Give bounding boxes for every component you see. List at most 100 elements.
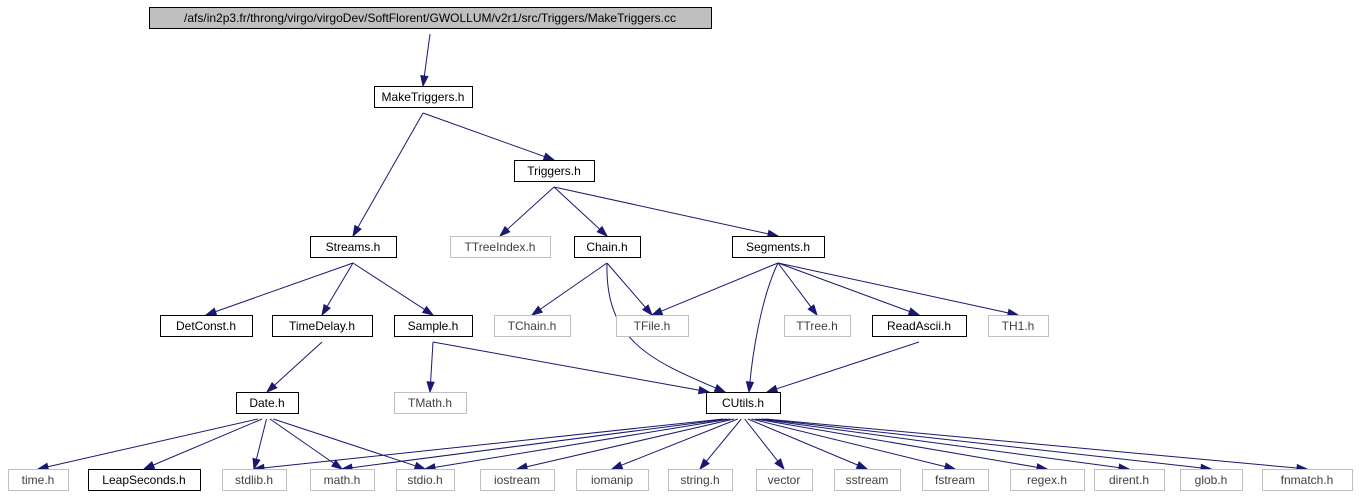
edge-line bbox=[422, 112, 546, 158]
node-regex-h: regex.h bbox=[1010, 469, 1085, 491]
node-sample-h[interactable]: Sample.h bbox=[394, 315, 473, 337]
arrowhead-icon bbox=[421, 305, 435, 316]
edge-line bbox=[269, 418, 335, 465]
edge-line bbox=[214, 262, 354, 313]
edge-line bbox=[152, 418, 263, 466]
node-fnmatch-h: fnmatch.h bbox=[1262, 469, 1353, 491]
node-streams-h[interactable]: Streams.h bbox=[310, 236, 397, 258]
node-tchain-h: TChain.h bbox=[494, 315, 571, 337]
node-label: TTreeIndex.h bbox=[465, 240, 536, 254]
edge-cutils_h-to-vector bbox=[744, 418, 785, 471]
node-time-h: time.h bbox=[8, 469, 69, 491]
node-timedelay-h[interactable]: TimeDelay.h bbox=[272, 315, 373, 337]
edge-line bbox=[755, 418, 1039, 468]
edge-chain_h-to-tchain_h bbox=[530, 262, 608, 316]
node-leapseconds-h[interactable]: LeapSeconds.h bbox=[88, 469, 201, 491]
node-label: TChain.h bbox=[508, 319, 557, 333]
edge-line bbox=[744, 418, 779, 463]
node-segments-h[interactable]: Segments.h bbox=[732, 236, 825, 258]
node-box bbox=[988, 315, 1049, 337]
edge-timedelay_h-to-date_h bbox=[265, 341, 323, 394]
node-box bbox=[616, 315, 689, 337]
edge-line bbox=[606, 262, 647, 309]
edge-line bbox=[255, 418, 267, 461]
node-triggers-h[interactable]: Triggers.h bbox=[514, 160, 595, 182]
edge-line bbox=[751, 418, 947, 468]
edge-line bbox=[777, 262, 1010, 314]
arrowhead-icon bbox=[352, 224, 362, 238]
node-box bbox=[310, 469, 375, 491]
arrowhead-icon bbox=[204, 307, 218, 316]
edge-line bbox=[761, 418, 1203, 469]
node-vector: vector bbox=[756, 469, 813, 491]
edge-cutils_h-to-fnmatch_h bbox=[765, 418, 1309, 473]
edge-date_h-to-math_h bbox=[269, 418, 344, 470]
node-box bbox=[706, 392, 781, 414]
node-box bbox=[160, 315, 253, 337]
node-label: stdio.h bbox=[407, 473, 442, 487]
node-box bbox=[149, 7, 712, 29]
node-box bbox=[480, 469, 555, 491]
edge-segments_h-to-ttree_h bbox=[777, 262, 818, 317]
node-maketriggers-h[interactable]: MakeTriggers.h bbox=[374, 86, 473, 108]
node-box bbox=[222, 469, 287, 491]
node-label: /afs/in2p3.fr/throng/virgo/virgoDev/Soft… bbox=[184, 11, 676, 25]
edge-maketriggers_h-to-streams_h bbox=[352, 112, 424, 238]
node-readascii-h[interactable]: ReadAscii.h bbox=[872, 315, 967, 337]
node-ttreeindex-h: TTreeIndex.h bbox=[450, 236, 551, 258]
edge-chain_h-to-cutils_h bbox=[606, 262, 727, 393]
edge-line bbox=[620, 418, 738, 467]
edge-cutils_h-to-regex_h bbox=[755, 418, 1049, 472]
edge-cutils_h-to-stdlib_h bbox=[252, 418, 724, 473]
edge-cutils_h-to-iostream bbox=[515, 418, 735, 471]
node-glob-h: glob.h bbox=[1180, 469, 1243, 491]
edge-line bbox=[765, 418, 1299, 469]
node-tfile-h: TFile.h bbox=[616, 315, 689, 337]
edge-line bbox=[273, 341, 323, 387]
arrowhead-icon bbox=[142, 461, 156, 470]
edge-segments_h-to-readascii_h bbox=[777, 262, 921, 316]
edge-segments_h-to-tfile_h bbox=[650, 262, 779, 316]
node-label: ReadAscii.h bbox=[887, 319, 951, 333]
node-label: Date.h bbox=[249, 396, 284, 410]
node-box bbox=[272, 315, 373, 337]
node-label: TimeDelay.h bbox=[289, 319, 355, 333]
edge-cutils_h-to-math_h bbox=[340, 418, 728, 472]
node-chain-h[interactable]: Chain.h bbox=[574, 236, 641, 258]
edge-chain_h-to-tfile_h bbox=[606, 262, 653, 317]
node-box bbox=[396, 469, 455, 491]
edge-line bbox=[433, 418, 731, 469]
arrowhead-icon bbox=[265, 381, 278, 394]
edge-line bbox=[352, 262, 426, 311]
node-date-h[interactable]: Date.h bbox=[236, 392, 299, 414]
arrowhead-icon bbox=[252, 457, 261, 471]
node-box bbox=[756, 469, 813, 491]
arrowhead-icon bbox=[542, 152, 556, 161]
node-cutils-h[interactable]: CUtils.h bbox=[706, 392, 781, 414]
node-label: vector bbox=[768, 473, 801, 487]
arrowhead-icon bbox=[774, 458, 785, 471]
node-label: time.h bbox=[22, 473, 55, 487]
node-box bbox=[1180, 469, 1243, 491]
arrowhead-icon bbox=[330, 459, 344, 470]
node-label: TMath.h bbox=[408, 396, 452, 410]
node-detconst-h[interactable]: DetConst.h bbox=[160, 315, 253, 337]
node-label: string.h bbox=[680, 473, 719, 487]
edge-line bbox=[705, 418, 742, 463]
edge-line bbox=[326, 262, 354, 308]
edge-line bbox=[777, 262, 812, 309]
edge-line bbox=[432, 341, 701, 391]
node-root[interactable]: /afs/in2p3.fr/throng/virgo/virgoDev/Soft… bbox=[149, 7, 712, 29]
node-label: fstream bbox=[935, 473, 975, 487]
arrowhead-icon bbox=[650, 307, 664, 316]
edge-sample_h-to-tmath_h bbox=[426, 341, 435, 394]
node-label: iostream bbox=[494, 473, 540, 487]
edge-line bbox=[660, 262, 779, 313]
edge-line bbox=[46, 418, 258, 468]
arrowhead-icon bbox=[713, 384, 727, 393]
node-box bbox=[1094, 469, 1165, 491]
node-box bbox=[394, 392, 467, 414]
arrowhead-icon bbox=[413, 461, 427, 470]
edge-date_h-to-stdlib_h bbox=[252, 418, 267, 471]
